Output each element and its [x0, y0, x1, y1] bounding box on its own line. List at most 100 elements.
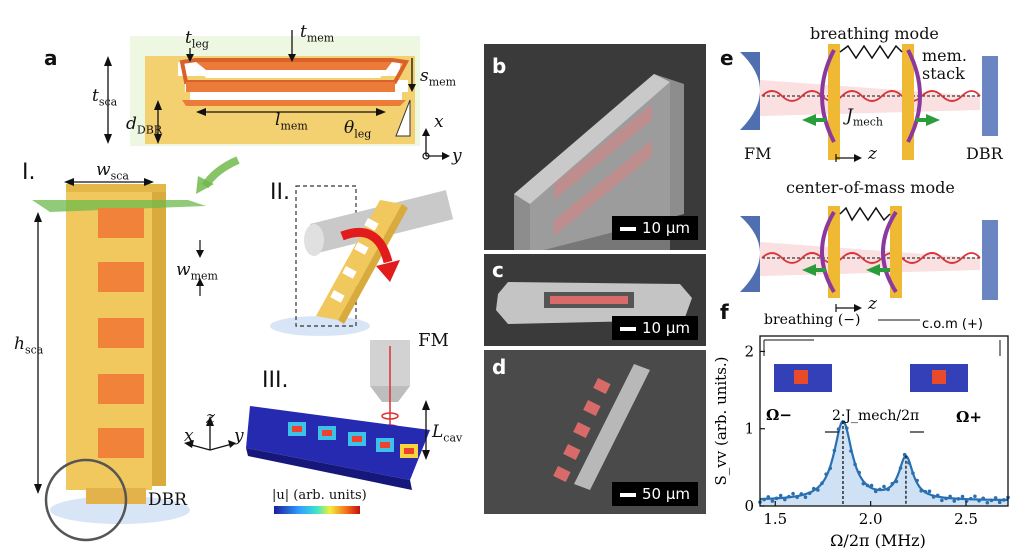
panel-label-f: f — [720, 300, 729, 324]
spectrum-data-point — [832, 448, 837, 453]
step-label-2: II. — [270, 180, 290, 205]
spectrum-data-point — [861, 481, 866, 486]
axis-x-label: x — [434, 112, 444, 132]
spectrum-data-point — [882, 484, 886, 489]
spectrum-data-point — [948, 494, 952, 499]
spectrum-data-point — [857, 470, 861, 475]
spectrum-data-point — [911, 471, 915, 475]
spectrum-data-point — [894, 479, 899, 484]
spectrum-data-point — [919, 488, 923, 493]
spectrum-data-point — [886, 487, 890, 492]
spectrum-data-point — [915, 478, 919, 483]
spectrum-data-point — [783, 497, 787, 502]
spectrum-data-point — [807, 491, 812, 495]
label-l-cav: Lcav — [432, 422, 463, 445]
label-l-mem: lmem — [275, 110, 308, 133]
spectrum-data-point — [774, 496, 779, 501]
mode-title-com: center-of-mass mode — [786, 178, 955, 197]
y-tick-label: 0 — [744, 497, 754, 515]
spectrum-data-point — [853, 462, 857, 467]
spectrum-data-point — [791, 491, 795, 496]
label-fm-e: FM — [744, 144, 772, 163]
panel-label-b: b — [492, 54, 507, 78]
x-tick-label: 2.0 — [859, 510, 883, 528]
spectrum-data-point — [869, 483, 874, 488]
spectrum-data-point — [787, 494, 791, 499]
spectrum-data-point — [766, 495, 771, 499]
spectrum-data-point — [952, 499, 957, 503]
spectrum-data-point — [1002, 498, 1006, 502]
cavity-mode-diagram — [740, 44, 998, 312]
spectrum-data-point — [865, 483, 870, 488]
spectrum-data-point — [803, 495, 808, 499]
spectrum-data-point — [997, 500, 1002, 505]
panel-label-a: a — [44, 46, 58, 70]
cross-section-diagram — [104, 30, 450, 194]
spectrum-data-point — [816, 488, 820, 492]
fem-inset-breathing-hotspot — [794, 370, 808, 384]
spectrum-data-point — [907, 460, 911, 465]
label-z-bottom: z — [868, 294, 877, 314]
spectrum-data-point — [836, 427, 841, 431]
annotation-breathing: breathing (−) — [764, 312, 861, 328]
axis-y-label: y — [452, 146, 462, 166]
spectrum-data-point — [873, 489, 878, 494]
label-j-mech: Jmech — [846, 106, 884, 129]
spectrum-data-point — [927, 489, 932, 494]
plot-frame — [759, 335, 1009, 507]
spectrum-data-point — [956, 496, 961, 501]
annotation-omega-minus: Ω− — [766, 406, 792, 424]
label-t-sca: tsca — [92, 86, 118, 109]
spectrum-data-point — [820, 481, 824, 486]
y-tick-label: 2 — [744, 342, 754, 360]
label-t-mem: tmem — [300, 22, 335, 45]
label-t-leg: tleg — [185, 28, 209, 51]
spectrum-data-point — [878, 487, 882, 492]
panel-label-e: e — [720, 46, 734, 70]
spectrum-data-point — [845, 426, 849, 430]
label-fm-scaffold: FM — [418, 330, 449, 351]
sem-image-d: 50 µm — [484, 350, 706, 514]
spectrum-data-point — [940, 498, 944, 503]
label-theta-leg: θleg — [344, 118, 372, 141]
fem-inset-com-hotspot — [932, 370, 946, 384]
axis-z-scaffold: z — [206, 408, 215, 428]
x-tick-label: 1.5 — [763, 510, 787, 528]
spectrum-data-point — [977, 498, 981, 503]
panel-label-d: d — [492, 355, 507, 379]
spectrum-data-point — [770, 499, 775, 503]
label-h-sca: hsca — [14, 334, 44, 357]
spectrum-data-point — [944, 496, 948, 501]
spectrum-data-point — [890, 481, 895, 486]
scaffold-tower — [32, 178, 206, 542]
panel-label-c: c — [492, 258, 504, 282]
spectrum-data-point — [981, 496, 985, 501]
y-axis-label: S_vv (arb. units.) — [712, 356, 730, 485]
scaffold-flip-diagram — [270, 185, 454, 336]
spectrum-data-point — [923, 489, 928, 494]
spectrum-area — [760, 421, 1008, 506]
spectrum-data-point — [898, 466, 903, 470]
label-mem-stack-1: mem. — [922, 46, 967, 65]
annotation-splitting: 2·J_mech/2π — [832, 408, 919, 424]
spectrum-data-point — [989, 498, 994, 503]
spectrum-data-point — [902, 452, 907, 457]
mode-title-breathing: breathing mode — [810, 24, 939, 43]
scale-bar-c: 10 µm — [611, 316, 698, 340]
spectrum-data-point — [969, 496, 973, 501]
spectrum-data-point — [964, 499, 969, 503]
spectrum-data-point — [811, 486, 816, 491]
sem-image-c: 10 µm — [484, 254, 706, 346]
label-s-mem: smem — [420, 66, 457, 89]
spectrum-data-point — [973, 494, 977, 499]
label-d-dbr: dDBR — [126, 114, 163, 137]
spectrum-data-point — [935, 493, 940, 498]
spectrum-data-point — [828, 466, 833, 471]
spectrum-data-point — [762, 497, 766, 502]
axis-x-scaffold: x — [184, 426, 194, 446]
spectrum-data-point — [985, 500, 990, 505]
spectrum-data-point — [849, 449, 853, 453]
scale-bar-b: 10 µm — [611, 216, 698, 240]
step-label-3: III. — [262, 368, 289, 393]
